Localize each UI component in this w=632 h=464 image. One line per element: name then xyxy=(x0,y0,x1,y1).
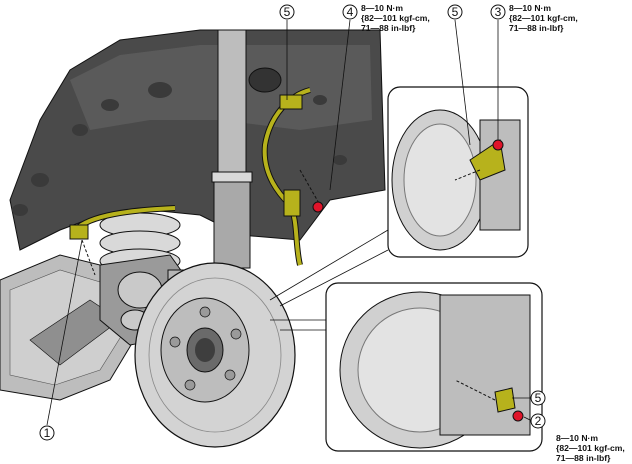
callout-1: 1 xyxy=(39,425,55,441)
callout-5-upper: 5 xyxy=(279,4,295,20)
svg-text:4: 4 xyxy=(347,5,354,19)
detail-inset-upper xyxy=(387,86,529,258)
shock-absorber xyxy=(211,29,253,269)
svg-text:71—88 in-lbf}: 71—88 in-lbf} xyxy=(361,23,416,33)
svg-text:{82—101 kgf-cm,: {82—101 kgf-cm, xyxy=(509,13,578,23)
callout-leader-lines xyxy=(46,19,533,426)
detail-inset-lower xyxy=(325,282,543,452)
svg-text:5: 5 xyxy=(452,5,459,19)
zoom-connector-lines xyxy=(269,229,389,331)
callout-5-inset-lower: 5 xyxy=(530,390,546,406)
svg-text:{82—101 kgf-cm,: {82—101 kgf-cm, xyxy=(556,443,625,453)
brake-disc xyxy=(134,262,296,448)
svg-text:1: 1 xyxy=(44,426,51,440)
wheel-speed-sensor-harness xyxy=(69,205,176,276)
callout-2: 2 xyxy=(530,413,546,429)
svg-text:5: 5 xyxy=(284,5,291,19)
wheel-housing-body xyxy=(9,29,386,251)
svg-text:5: 5 xyxy=(535,391,542,405)
svg-text:3: 3 xyxy=(495,5,502,19)
svg-text:{82—101 kgf-cm,: {82—101 kgf-cm, xyxy=(361,13,430,23)
torque-spec-2: 8—10 N·m {82—101 kgf-cm, 71—88 in-lbf} xyxy=(556,433,625,463)
svg-text:8—10 N·m: 8—10 N·m xyxy=(556,433,598,443)
torque-spec-4: 8—10 N·m {82—101 kgf-cm, 71—88 in-lbf} xyxy=(361,3,430,33)
callout-3: 3 xyxy=(490,4,506,20)
callout-4: 4 xyxy=(342,4,358,20)
callout-5-inset-upper: 5 xyxy=(447,4,463,20)
svg-text:2: 2 xyxy=(535,414,542,428)
torque-spec-3: 8—10 N·m {82—101 kgf-cm, 71—88 in-lbf} xyxy=(509,3,578,33)
svg-text:8—10 N·m: 8—10 N·m xyxy=(509,3,551,13)
svg-text:71—88 in-lbf}: 71—88 in-lbf} xyxy=(509,23,564,33)
svg-text:8—10 N·m: 8—10 N·m xyxy=(361,3,403,13)
svg-text:71—88 in-lbf}: 71—88 in-lbf} xyxy=(556,453,611,463)
upper-harness xyxy=(261,87,324,266)
